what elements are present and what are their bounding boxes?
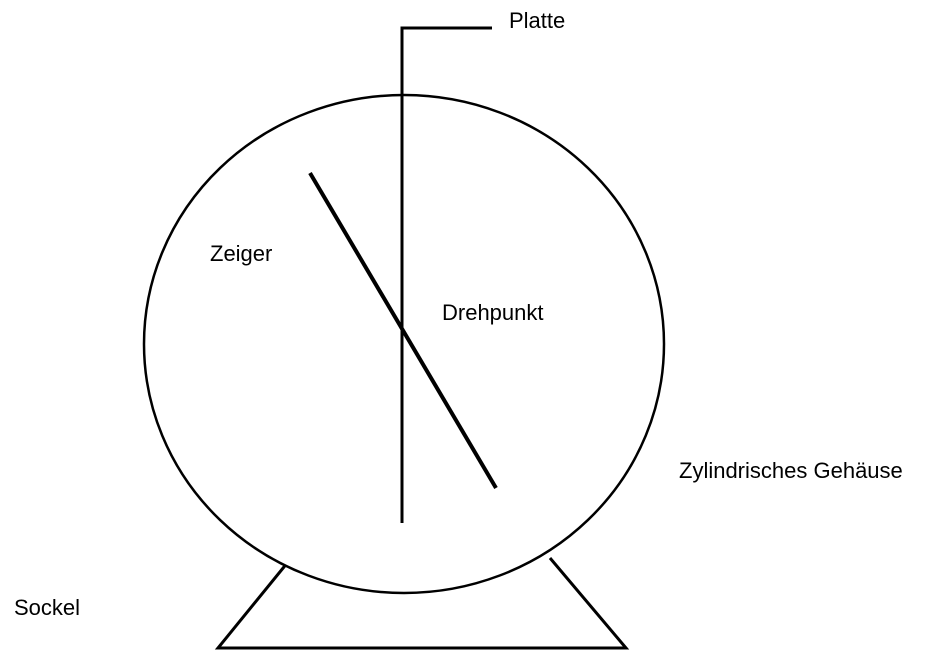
platte-line xyxy=(400,26,492,523)
drehpunkt-label: Drehpunkt xyxy=(442,300,544,325)
gehaeuse-label: Zylindrisches Gehäuse xyxy=(679,458,903,483)
gehaeuse-circle xyxy=(142,93,666,595)
zeiger-label: Zeiger xyxy=(210,241,273,266)
sockel-shape xyxy=(214,557,630,650)
drehpunkt-point xyxy=(400,329,406,335)
sockel-label: Sockel xyxy=(14,595,81,620)
platte-label: Platte xyxy=(509,8,566,33)
